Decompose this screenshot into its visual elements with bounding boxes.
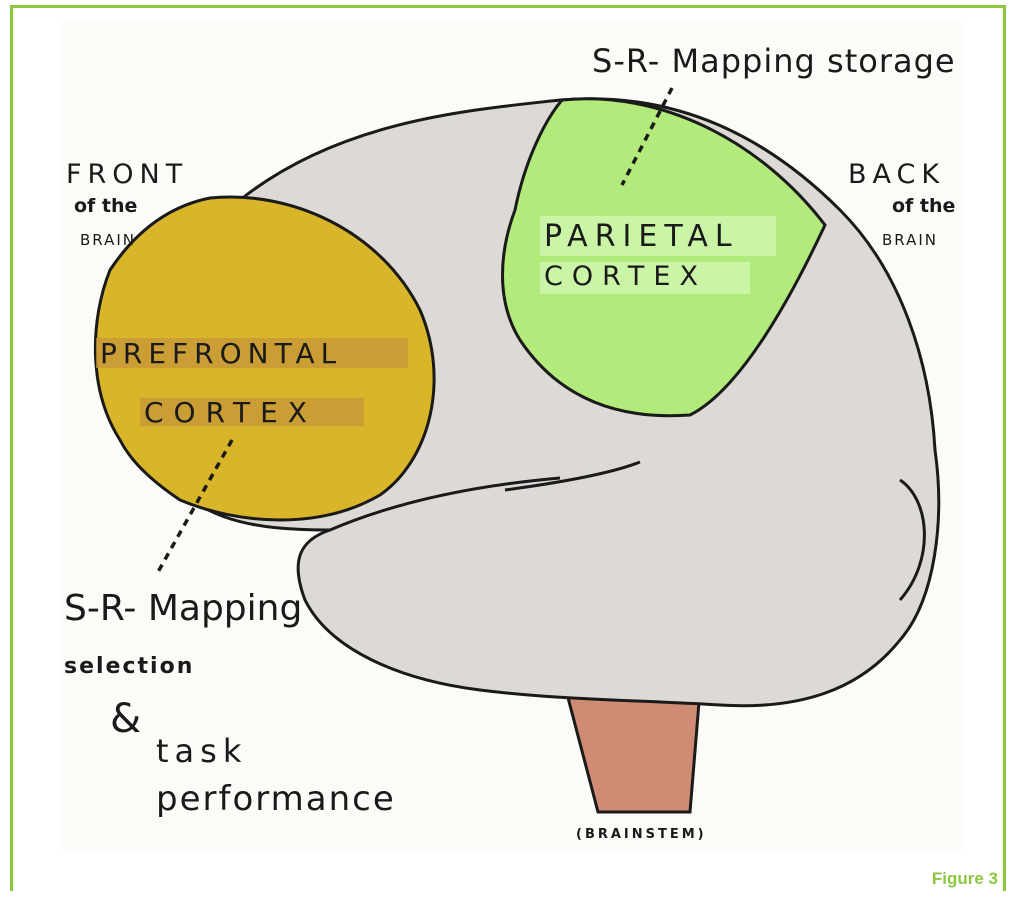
brainstem-shape xyxy=(566,690,700,812)
back-brain-label: BRAIN xyxy=(882,231,938,249)
parietal-label: PARIETAL xyxy=(544,219,739,254)
performance-label: performance xyxy=(156,779,396,819)
storage-label: S-R- Mapping storage xyxy=(592,42,956,80)
ampersand-label: & xyxy=(110,696,141,742)
prefrontal-label: PREFRONTAL xyxy=(100,337,342,370)
prefrontal-cortex-label: CORTEX xyxy=(144,396,317,429)
figure-caption: Figure 3 xyxy=(932,869,998,889)
selection-label: selection xyxy=(64,654,194,679)
front-of-the-label: of the xyxy=(74,195,137,217)
back-of-the-label: of the xyxy=(892,195,955,217)
brainstem-label: (BRAINSTEM) xyxy=(576,827,707,842)
task-label: task xyxy=(156,732,247,770)
parietal-cortex-label: CORTEX xyxy=(544,261,707,292)
front-label: FRONT xyxy=(66,159,188,190)
front-brain-label: BRAIN xyxy=(80,231,136,249)
selection-title-label: S-R- Mapping xyxy=(64,588,302,629)
back-label: BACK xyxy=(848,159,945,190)
